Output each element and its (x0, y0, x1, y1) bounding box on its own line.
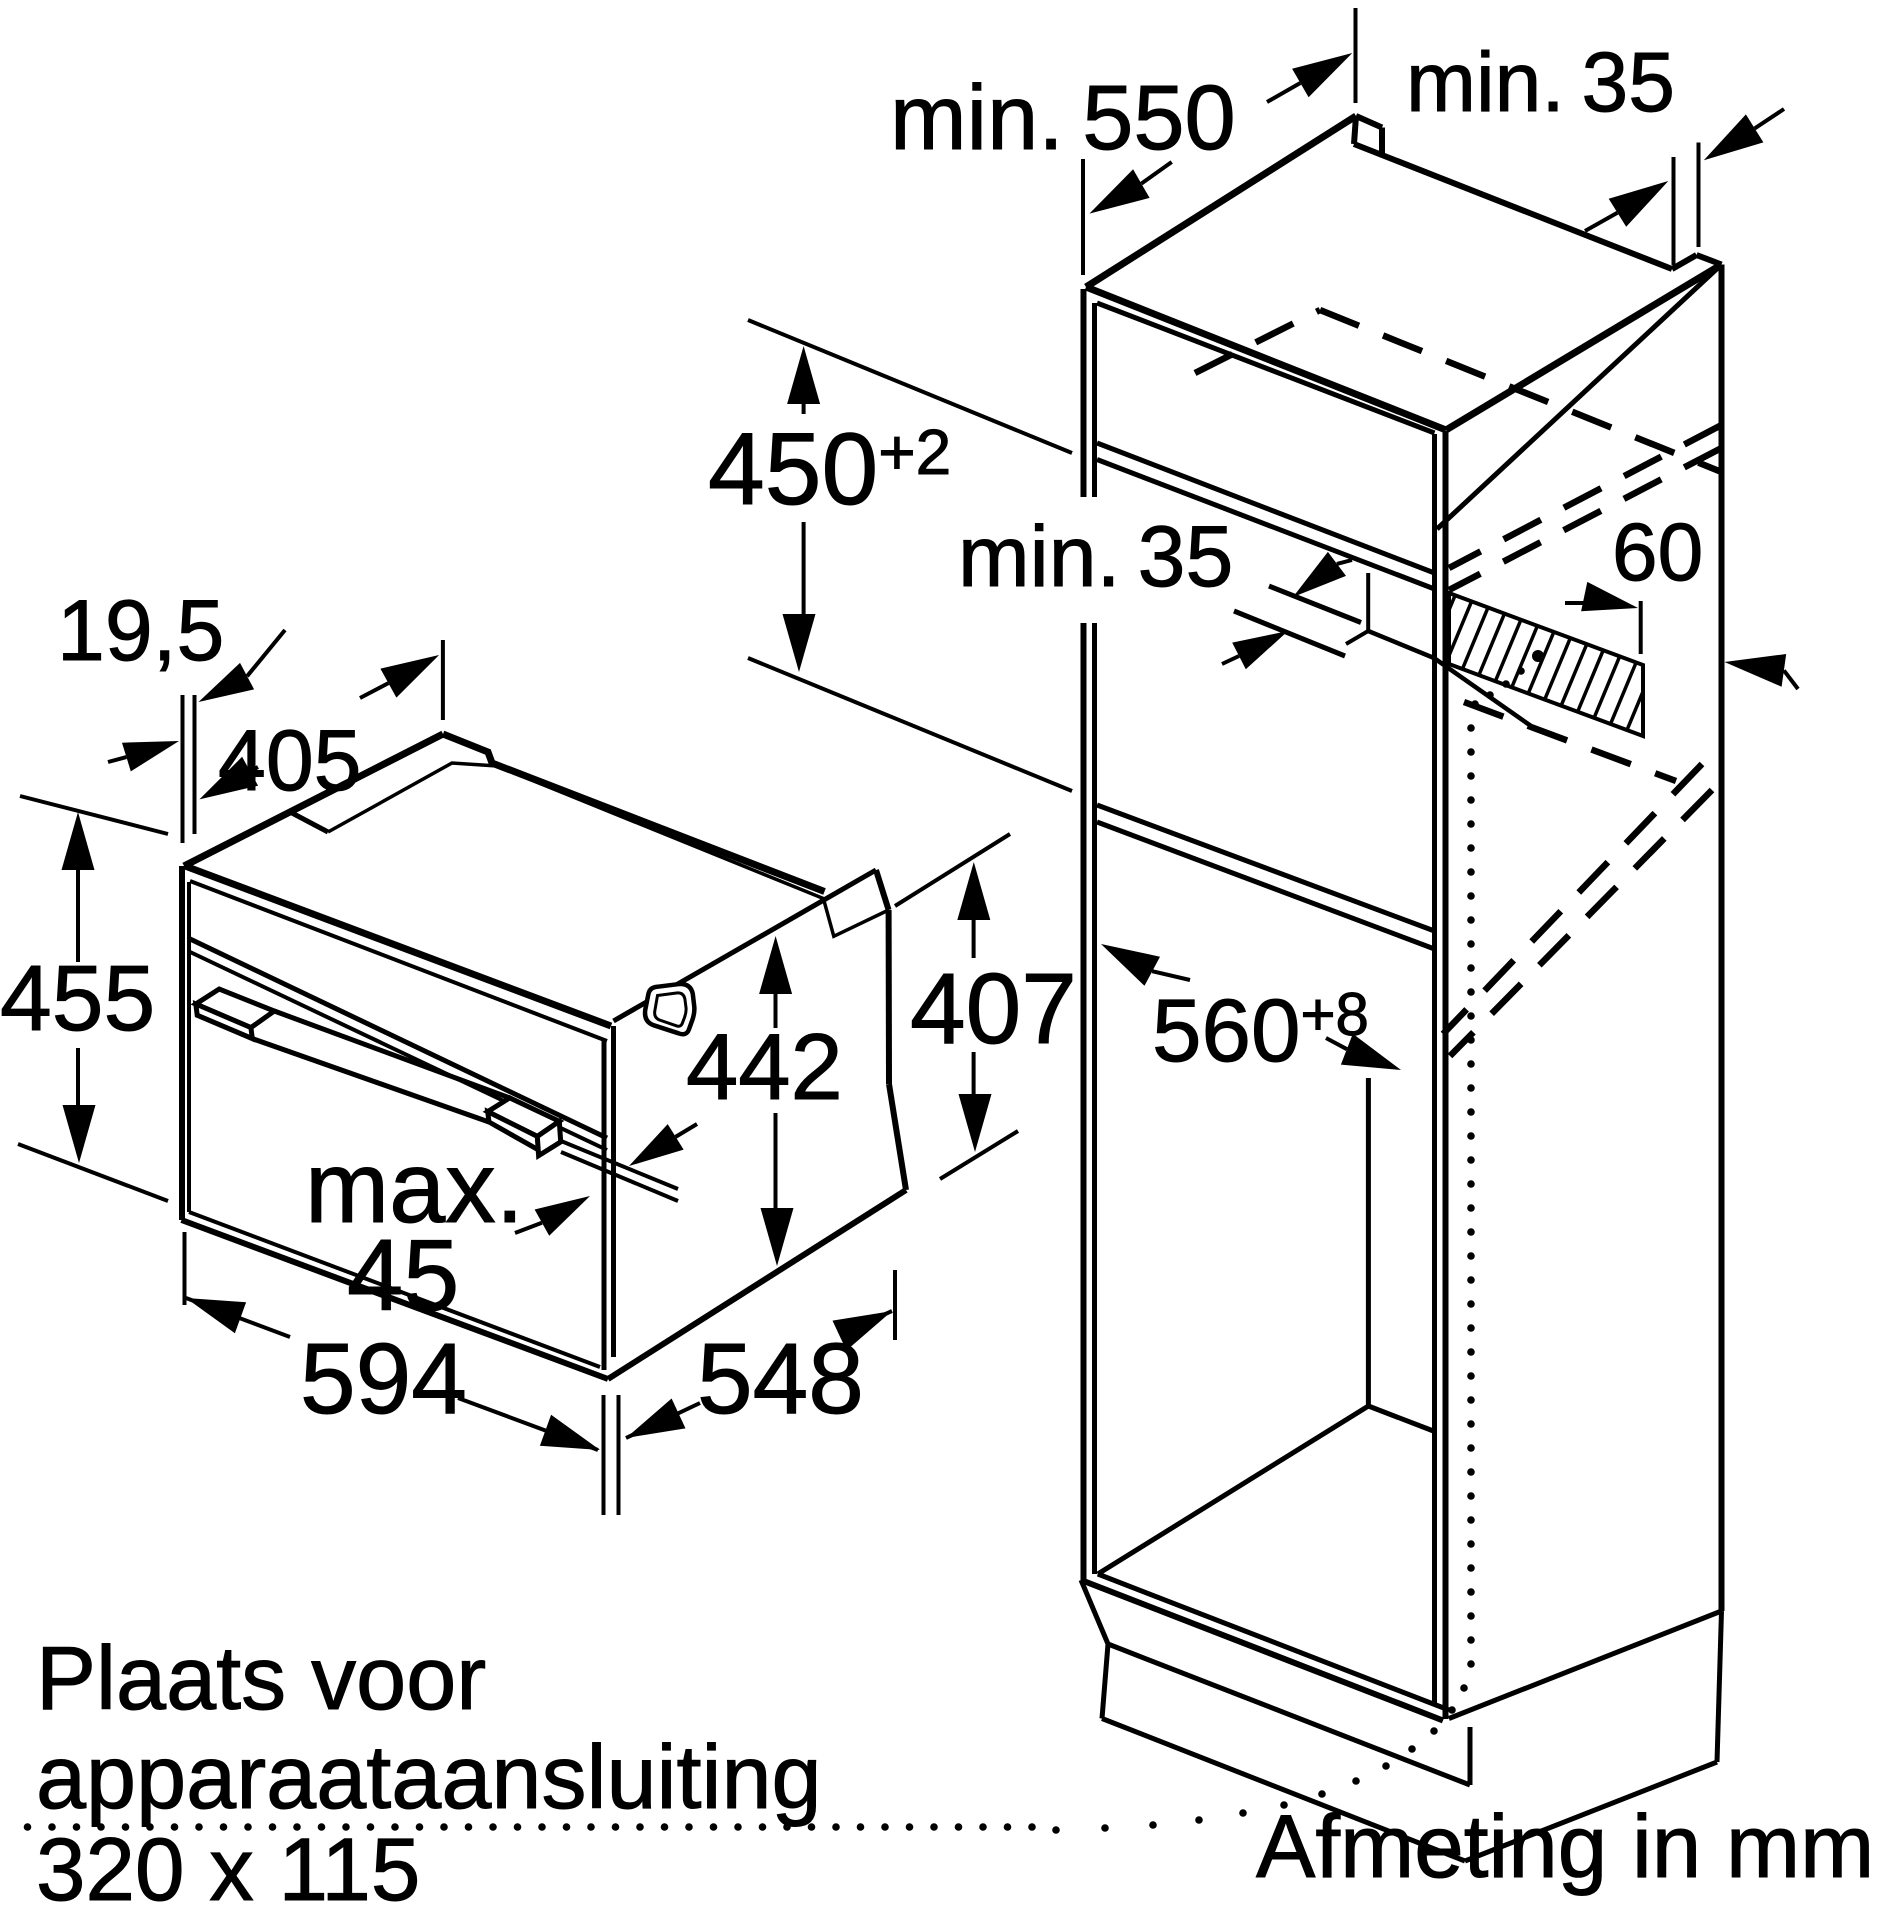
svg-text:450+2: 450+2 (708, 412, 951, 526)
svg-text:min. 550: min. 550 (890, 67, 1236, 169)
svg-text:19,5: 19,5 (57, 583, 224, 679)
svg-text:442: 442 (686, 1014, 843, 1119)
svg-text:407: 407 (910, 953, 1077, 1065)
svg-text:Afmeting in mm: Afmeting in mm (1256, 1796, 1874, 1896)
svg-text:320 x 115: 320 x 115 (36, 1819, 420, 1919)
svg-text:apparaataansluiting: apparaataansluiting (36, 1728, 822, 1828)
svg-text:min. 35: min. 35 (958, 509, 1233, 605)
svg-text:max.: max. (305, 1132, 524, 1244)
svg-text:60: 60 (1612, 507, 1703, 598)
svg-text:548: 548 (697, 1323, 864, 1435)
svg-text:Plaats voor: Plaats voor (36, 1629, 486, 1729)
svg-text:min. 35: min. 35 (1406, 35, 1675, 129)
svg-text:455: 455 (0, 946, 155, 1050)
svg-text:45: 45 (347, 1220, 459, 1332)
svg-text:594: 594 (300, 1323, 467, 1435)
